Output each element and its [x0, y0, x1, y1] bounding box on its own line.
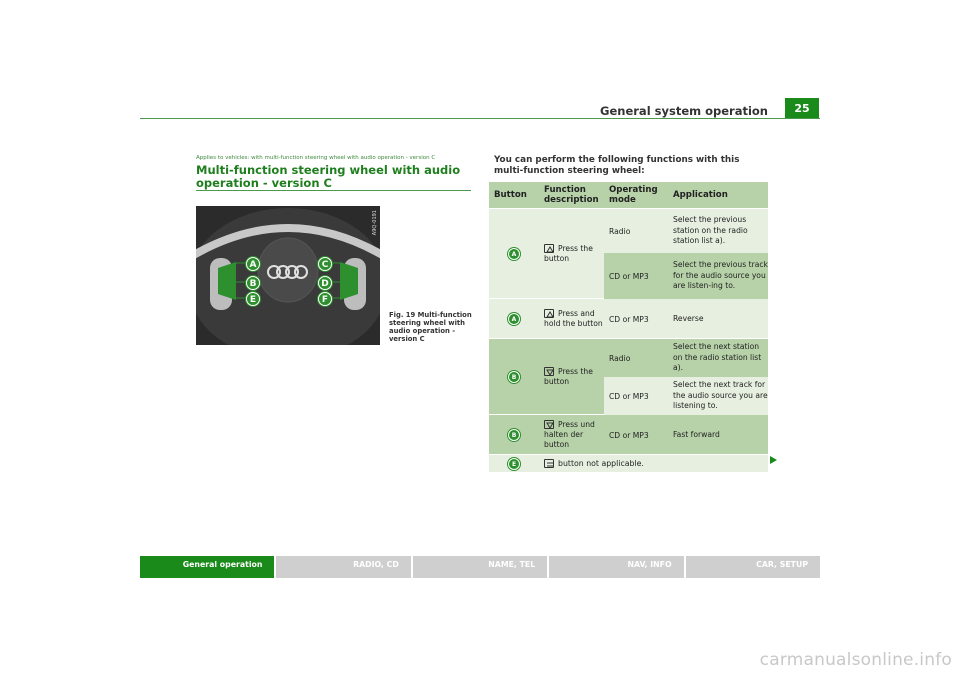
header-mode: Operating mode [609, 185, 658, 205]
intro-text: You can perform the following functions … [494, 155, 740, 176]
not-applicable-text: button not applicable. [558, 459, 644, 468]
tab-radio-cd[interactable]: RADIO, CD [276, 556, 411, 578]
header-application: Application [673, 190, 728, 200]
application-cell: Reverse [673, 313, 704, 323]
header-button: Button [494, 190, 527, 200]
table-row: A Press the button Radio Select the prev… [489, 208, 768, 299]
button-badge-b: B [508, 428, 520, 441]
mode-cell: Radio [609, 353, 631, 363]
mode-cell: CD or MP3 [609, 391, 649, 401]
menu-button-icon [544, 459, 554, 468]
tab-nav-info[interactable]: NAV, INFO [549, 556, 684, 578]
function-table: Button Function description Operating mo… [489, 182, 768, 472]
figure-badge-e: E [246, 292, 260, 306]
down-button-icon [544, 367, 554, 376]
header-divider [140, 118, 820, 119]
steering-wheel-figure: A9Q-0191 A B E C D F [196, 206, 380, 345]
mode-cell: CD or MP3 [609, 430, 649, 440]
button-badge-a: A [508, 312, 520, 325]
table-header: Button Function description Operating mo… [489, 182, 768, 208]
figure-caption: Fig. 19 Multi-function steering wheel wi… [389, 311, 472, 343]
figure-badge-f: F [318, 292, 332, 306]
header-function: Function description [544, 185, 599, 205]
figure-badge-d: D [318, 276, 332, 290]
table-row: E button not applicable. [489, 454, 768, 472]
button-badge-a: A [508, 247, 520, 260]
up-button-icon [544, 244, 554, 253]
tab-name-tel[interactable]: NAME, TEL [412, 556, 548, 578]
application-cell: Fast forward [673, 429, 720, 439]
table-row: B Press the button Radio Select the next… [489, 338, 768, 415]
function-text: Press the button [544, 366, 593, 386]
function-text: Press und halten der button [544, 419, 595, 449]
function-text: Press and hold the button [544, 308, 603, 328]
application-cell: Select the previous track for the audio … [673, 260, 768, 291]
table-row: A Press and hold the button CD or MP3 Re… [489, 298, 768, 338]
mode-cell: CD or MP3 [609, 271, 649, 281]
section-title: Multi-function steering wheel with audio… [196, 163, 461, 190]
application-cell: Select the next station on the radio sta… [673, 342, 762, 373]
header-title: General system operation [600, 104, 768, 118]
applies-to-note: Applies to vehicles: with multi-function… [196, 155, 436, 161]
figure-code: A9Q-0191 [372, 210, 378, 236]
application-cell: Select the next track for the audio sour… [673, 380, 768, 411]
figure-badge-b: B [246, 276, 260, 290]
mode-cell: Radio [609, 226, 631, 236]
watermark: carmanualsonline.info [759, 650, 952, 670]
down-button-icon [544, 420, 554, 429]
button-badge-b: B [508, 370, 520, 383]
steering-wheel-illustration [196, 206, 380, 345]
table-row: B Press und halten der button CD or MP3 … [489, 414, 768, 454]
application-cell: Select the previous station on the radio… [673, 215, 748, 246]
tab-general-operation[interactable]: General operation [140, 556, 275, 578]
continue-arrow-icon [770, 456, 777, 464]
footer-nav: General operation RADIO, CD NAME, TEL NA… [140, 556, 821, 578]
figure-badge-a: A [246, 257, 260, 271]
figure-badge-c: C [318, 257, 332, 271]
tab-car-setup[interactable]: CAR, SETUP [685, 556, 821, 578]
up-button-icon [544, 309, 554, 318]
function-text: Press the button [544, 243, 593, 263]
button-badge-e: E [508, 457, 520, 470]
title-divider [196, 190, 471, 191]
mode-cell: CD or MP3 [609, 314, 649, 324]
page-number: 25 [785, 98, 819, 119]
